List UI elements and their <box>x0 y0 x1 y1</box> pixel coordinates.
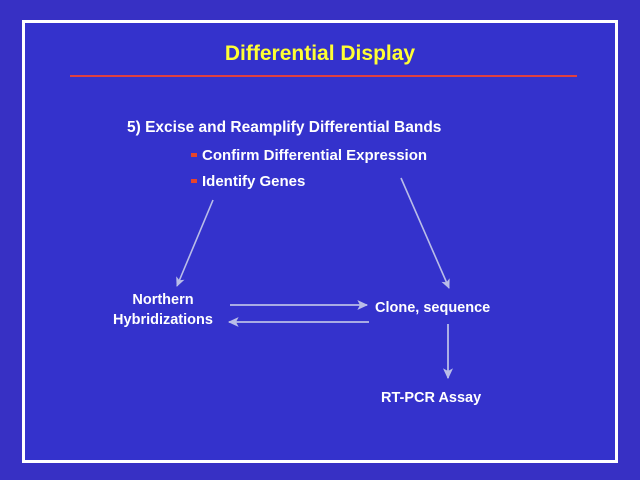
flow-node-northern-hybridizations: Northern Hybridizations <box>93 290 233 330</box>
bullet-square-icon <box>191 153 197 158</box>
slide-border-frame <box>22 20 618 463</box>
body-bullet-item-1: Confirm Differential Expression <box>191 147 427 164</box>
body-bullet-item-2: Identify Genes <box>191 173 305 190</box>
flow-node-rt-pcr-assay: RT-PCR Assay <box>381 390 482 406</box>
flow-node-clone-sequence: Clone, sequence <box>375 300 491 316</box>
body-bullet-label-2: Identify Genes <box>202 173 306 190</box>
flow-node-northern-line-1: Northern <box>132 292 194 308</box>
body-bullet-label-1: Confirm Differential Expression <box>202 147 428 164</box>
title-divider-rule <box>70 75 577 77</box>
flow-node-northern-line-2: Hybridizations <box>113 312 213 328</box>
bullet-square-icon <box>191 179 197 184</box>
body-main-point: 5) Excise and Reamplify Differential Ban… <box>127 119 442 136</box>
slide-title: Differential Display <box>224 42 416 65</box>
